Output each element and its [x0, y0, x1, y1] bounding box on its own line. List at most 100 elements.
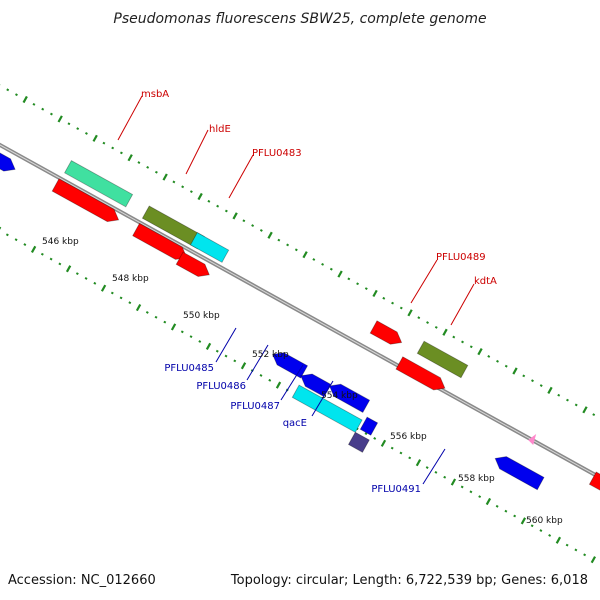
gene-feature-blue — [0, 152, 16, 172]
tick-mark-outer — [84, 132, 88, 135]
tick-mark-outer — [92, 134, 98, 142]
leader-line-reverse — [215, 327, 237, 363]
gene-features — [0, 152, 600, 491]
tick-mark-outer — [216, 204, 220, 208]
leader-line-forward — [228, 154, 254, 199]
gene-label-pflu0486: PFLU0486 — [196, 381, 246, 392]
tick-mark-outer — [426, 321, 429, 324]
tick-mark-inner — [530, 524, 534, 528]
tick-mark-outer — [189, 190, 193, 194]
tick-mark-outer — [442, 328, 448, 336]
gene-feature-blue — [359, 416, 379, 436]
tick-mark-outer — [67, 122, 71, 126]
tick-mark-inner — [485, 497, 492, 506]
tick-mark-outer — [566, 398, 569, 402]
tick-mark-outer — [407, 309, 413, 317]
tick-mark-outer — [329, 267, 333, 271]
gene-label-hlde: hldE — [209, 124, 231, 135]
tick-mark-outer — [417, 316, 421, 320]
tick-mark-outer — [469, 345, 473, 349]
tick-mark-inner — [268, 378, 272, 382]
scale-label: 556 kbp — [390, 432, 427, 442]
scale-label: 552 kbp — [252, 350, 289, 360]
tick-mark-outer — [496, 359, 499, 363]
gene-feature-red — [588, 471, 600, 491]
tick-mark-outer — [547, 386, 553, 394]
leader-line-reverse — [246, 344, 269, 381]
tick-mark-inner — [5, 233, 9, 237]
gene-label-kdta: kdtA — [474, 276, 497, 287]
scale-label: 550 kbp — [183, 311, 220, 321]
leader-line-forward — [410, 259, 438, 304]
tick-mark-inner — [504, 509, 508, 513]
tick-mark-inner — [425, 466, 429, 469]
tick-mark-inner — [58, 262, 62, 266]
accession-text: Accession: NC_012660 — [8, 573, 156, 588]
tick-mark-inner — [555, 536, 562, 544]
tick-mark-outer — [321, 262, 325, 266]
tick-mark-outer — [57, 115, 63, 123]
tick-mark-outer — [111, 146, 115, 150]
tick-mark-inner — [583, 553, 587, 557]
tick-mark-inner — [14, 238, 18, 242]
tick-mark-inner — [145, 310, 149, 314]
gene-feature-blue — [300, 373, 332, 397]
tick-mark-inner — [49, 257, 53, 261]
gene-feature-cyan — [291, 384, 363, 433]
tick-mark-outer — [399, 306, 403, 310]
leader-line-reverse — [422, 448, 446, 485]
leader-line-reverse — [311, 380, 334, 417]
tick-mark-outer — [531, 379, 534, 383]
tick-mark-outer — [347, 277, 351, 281]
tick-mark-inner — [119, 296, 123, 300]
gene-feature-blue — [494, 456, 545, 491]
gene-feature-red — [395, 356, 446, 391]
tick-mark-inner — [513, 514, 517, 518]
tick-mark-inner — [460, 485, 464, 489]
gene-feature-indigo — [347, 431, 370, 453]
tick-mark-inner — [135, 303, 142, 312]
backbone — [0, 142, 600, 480]
tick-mark-inner — [65, 265, 72, 273]
tick-mark-outer — [539, 384, 543, 387]
tick-mark-outer — [391, 301, 394, 305]
tick-mark-inner — [565, 543, 569, 547]
scale-label: 554 kbp — [321, 391, 358, 401]
tick-mark-inner — [539, 529, 543, 532]
gene-feature-olive — [416, 340, 469, 379]
tick-mark-inner — [548, 534, 552, 537]
tick-mark-outer — [382, 296, 386, 300]
tick-mark-outer — [32, 102, 36, 106]
tick-mark-outer — [356, 282, 360, 286]
backbone-highlight — [0, 144, 600, 479]
tick-mark-inner — [75, 272, 79, 276]
tick-mark-outer — [197, 192, 203, 201]
gene-feature-blue — [328, 383, 371, 413]
tick-mark-outer — [259, 229, 263, 232]
leader-line-forward — [450, 283, 475, 326]
gene-label-pflu0489: PFLU0489 — [436, 252, 486, 263]
tick-mark-inner — [373, 437, 377, 440]
tick-mark-outer — [487, 355, 491, 358]
tick-mark-inner — [380, 439, 387, 447]
tick-mark-inner — [30, 245, 37, 253]
tick-mark-outer — [504, 364, 508, 368]
tick-mark-outer — [574, 403, 578, 407]
tick-mark-outer — [452, 335, 456, 339]
tick-mark-outer — [522, 374, 526, 378]
tick-mark-outer — [312, 258, 316, 261]
tick-mark-outer — [119, 151, 123, 155]
tick-mark-inner — [205, 342, 212, 350]
tick-mark-inner — [40, 252, 44, 256]
tick-mark-outer — [6, 88, 10, 92]
tick-mark-inner — [154, 315, 158, 319]
tick-mark-outer — [50, 112, 53, 116]
tick-mark-outer — [286, 243, 290, 247]
tick-mark-outer — [154, 170, 158, 174]
tick-mark-outer — [302, 251, 308, 259]
gene-label-msba: msbA — [141, 89, 169, 100]
tick-mark-outer — [267, 231, 273, 239]
